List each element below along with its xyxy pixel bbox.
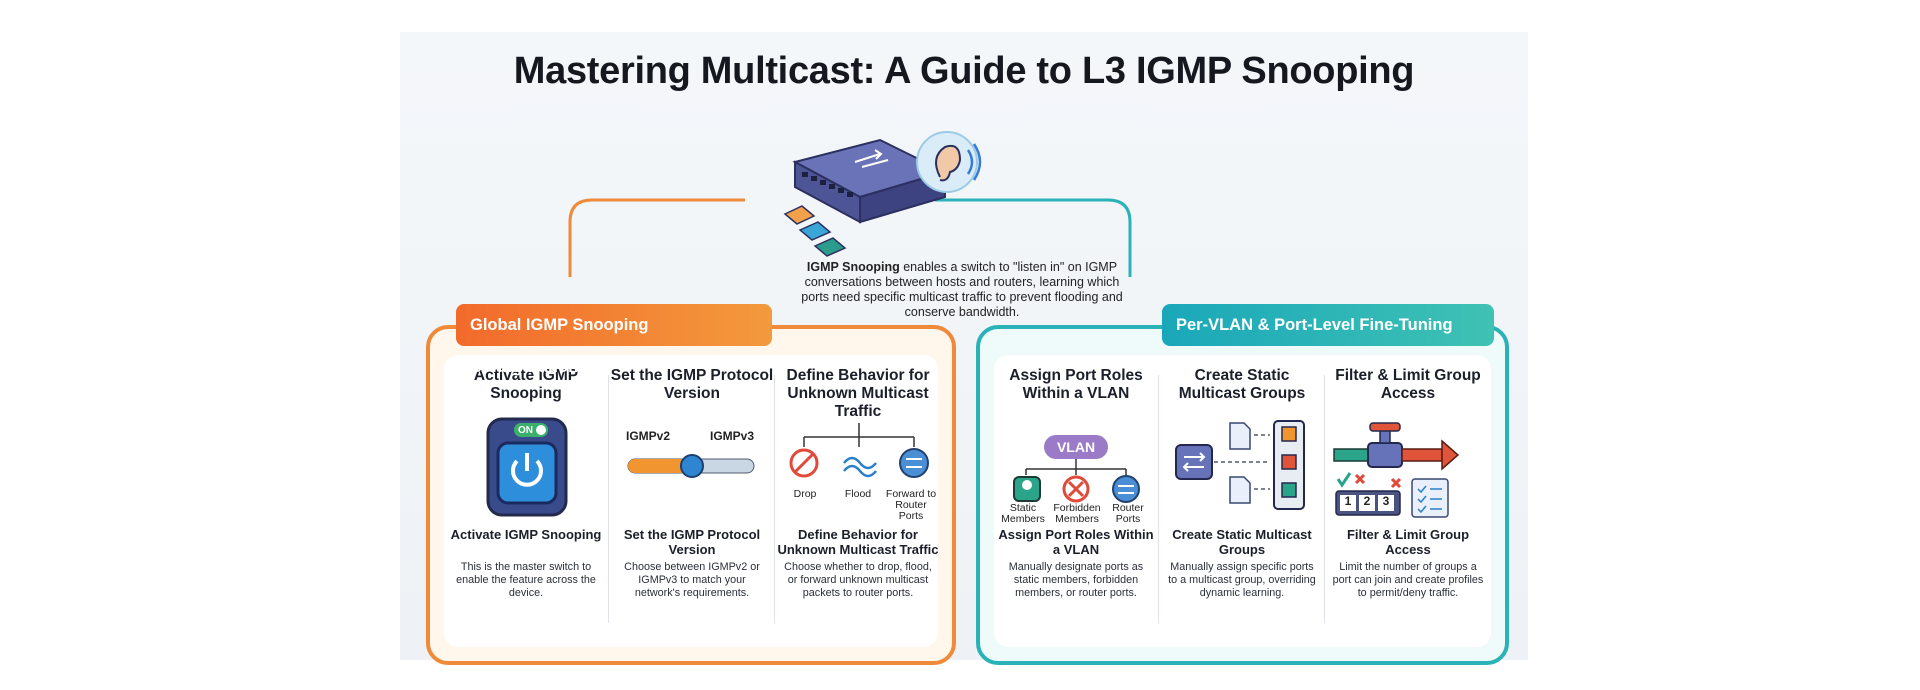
counter-digit-2: 2: [1363, 494, 1371, 508]
vlan-badge: VLAN: [1044, 435, 1108, 459]
activate-snooping-column: Activate IGMP Snooping ON Activate IGMP …: [444, 355, 608, 647]
column-subheading: Filter & Limit Group Access: [1346, 527, 1470, 557]
role-static: Static Members: [1001, 502, 1045, 525]
role-router: Router Ports: [1112, 502, 1144, 525]
column-subheading: Define Behavior for Unknown Multicast Tr…: [777, 527, 939, 557]
column-heading: Define Behavior for Unknown Multicast Tr…: [786, 367, 930, 420]
per-vlan-panel: Assign Port Roles Within a VLAN VLAN Sta…: [976, 325, 1509, 665]
global-config-inner: Activate IGMP Snooping ON Activate IGMP …: [444, 355, 940, 647]
column-divider: [1158, 375, 1159, 623]
power-button-icon: [486, 417, 568, 517]
global-config-tag: Global IGMP Snooping Configuration: [456, 304, 772, 376]
column-subheading: Set the IGMP Protocol Version: [623, 527, 761, 557]
column-heading: Create Static Multicast Groups: [1178, 367, 1306, 402]
column-divider: [608, 375, 609, 623]
option-drop: Drop: [793, 488, 817, 500]
column-description: Limit the number of groups a port can jo…: [1332, 561, 1484, 599]
slider-right-label: IGMPv3: [710, 429, 755, 443]
static-groups-icon: [1175, 420, 1305, 510]
column-subheading: Create Static Multicast Groups: [1172, 527, 1312, 557]
option-forward: Forward to Router Ports: [885, 488, 937, 522]
role-forbidden: Forbidden Members: [1053, 502, 1101, 525]
column-subheading: Activate IGMP Snooping: [450, 527, 602, 542]
unknown-multicast-column: Define Behavior for Unknown Multicast Tr…: [776, 355, 940, 647]
filter-limit-column: Filter & Limit Group Access 1: [1326, 355, 1490, 647]
intro-body: enables a switch to "listen in" on IGMP …: [801, 260, 1123, 319]
column-description: This is the master switch to enable the …: [456, 561, 596, 599]
global-config-panel: Activate IGMP Snooping ON Activate IGMP …: [426, 325, 956, 665]
column-divider: [774, 375, 775, 623]
intro-text: IGMP Snooping enables a switch to "liste…: [792, 260, 1132, 320]
per-vlan-inner: Assign Port Roles Within a VLAN VLAN Sta…: [994, 355, 1491, 647]
ear-icon: [916, 131, 982, 193]
intro-bold-term: IGMP Snooping: [806, 260, 900, 274]
column-description: Choose between IGMPv2 or IGMPv3 to match…: [624, 561, 760, 599]
column-subheading: Assign Port Roles Within a VLAN: [998, 527, 1154, 557]
filter-valve-icon: [1333, 422, 1460, 518]
column-heading: Set the IGMP Protocol Version: [610, 367, 774, 402]
column-heading: Filter & Limit Group Access: [1335, 367, 1481, 402]
static-groups-column: Create Static Multicast Groups Create St…: [1160, 355, 1324, 647]
port-roles-column: Assign Port Roles Within a VLAN VLAN Sta…: [994, 355, 1158, 647]
option-flood: Flood: [844, 488, 872, 500]
column-heading: Assign Port Roles Within a VLAN: [1009, 367, 1143, 402]
per-vlan-tag: Per-VLAN & Port-Level Fine-Tuning: [1162, 304, 1494, 346]
slider-left-label: IGMPv2: [626, 429, 671, 443]
column-heading: Activate IGMP Snooping: [474, 367, 578, 402]
behavior-tree-icon: [789, 423, 929, 478]
column-description: Choose whether to drop, flood, or forwar…: [784, 561, 932, 599]
network-switch-icon: [792, 138, 948, 224]
column-description: Manually assign specific ports to a mult…: [1168, 561, 1316, 599]
counter-digit-3: 3: [1382, 494, 1390, 508]
version-slider[interactable]: [626, 451, 760, 481]
connector-lines: [568, 131, 1132, 277]
protocol-version-column: Set the IGMP Protocol Version IGMPv2 IGM…: [610, 355, 774, 647]
on-badge: ON: [518, 425, 533, 436]
envelope-icons: [783, 205, 847, 257]
page-title: Mastering Multicast: A Guide to L3 IGMP …: [513, 50, 1415, 92]
column-divider: [1324, 375, 1325, 623]
port-roles-icon: [1013, 459, 1140, 503]
infographic-canvas: Mastering Multicast: A Guide to L3 IGMP …: [400, 32, 1528, 665]
counter-digit-1: 1: [1344, 494, 1352, 508]
column-description: Manually designate ports as static membe…: [1008, 561, 1144, 599]
